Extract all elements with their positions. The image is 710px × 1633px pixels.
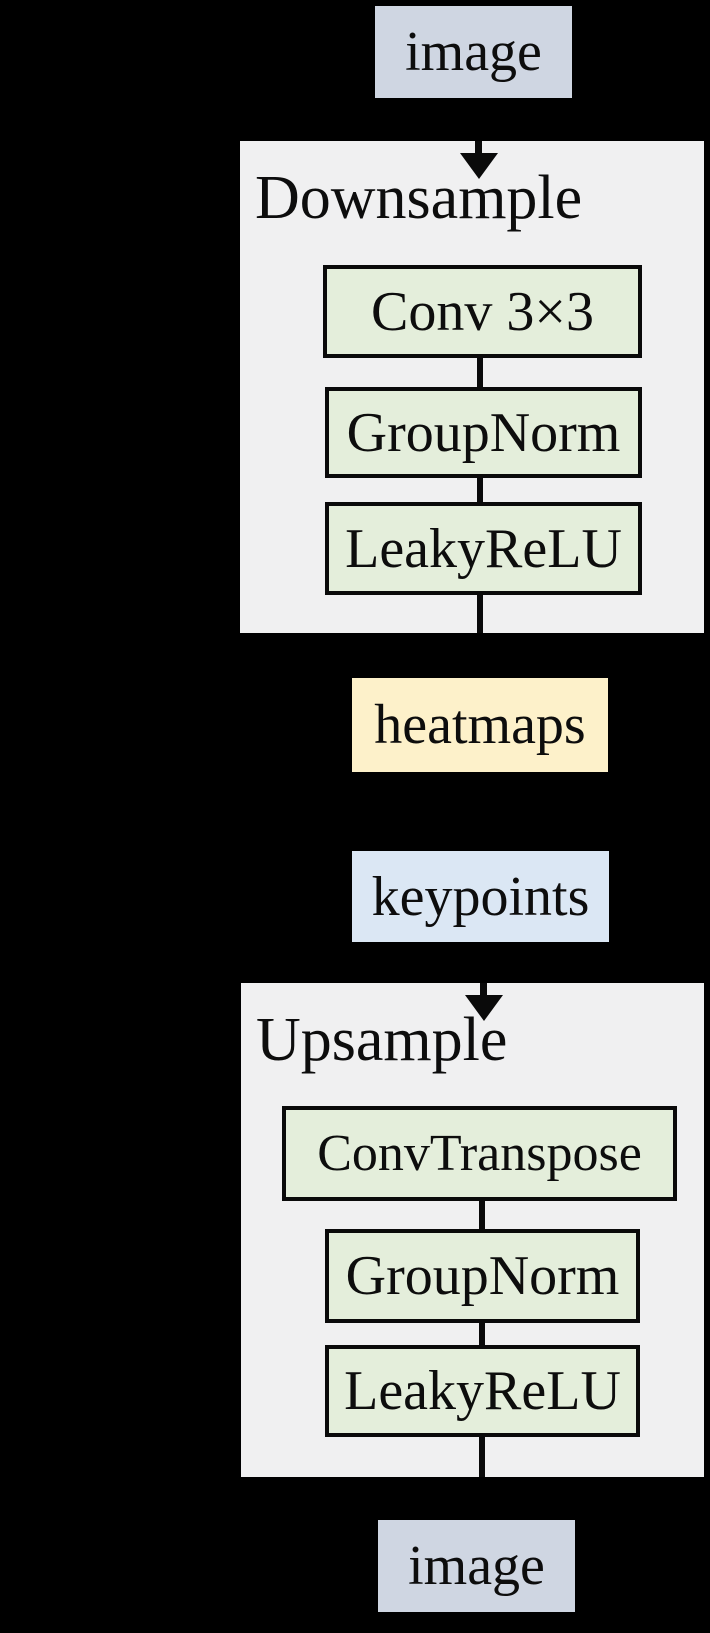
layer-convtranspose: ConvTranspose xyxy=(282,1106,677,1201)
output-image-node: image xyxy=(378,1520,575,1612)
connector xyxy=(477,478,483,502)
layer-groupnorm: GroupNorm xyxy=(325,387,642,478)
arrow-head xyxy=(465,995,503,1021)
input-image-node: image xyxy=(375,6,572,98)
connector xyxy=(477,595,483,633)
upsample-title: Upsample xyxy=(256,1006,508,1074)
downsample-title: Downsample xyxy=(255,164,583,232)
layer-leakyrelu: LeakyReLU xyxy=(325,502,642,595)
arrow-stem xyxy=(480,983,487,999)
keypoints-node: keypoints xyxy=(352,851,609,942)
connector xyxy=(479,1323,485,1345)
connector xyxy=(479,1201,485,1229)
connector xyxy=(477,358,483,387)
layer-conv3x3: Conv 3×3 xyxy=(323,265,642,358)
upsample-panel: Upsample ConvTranspose GroupNorm LeakyRe… xyxy=(241,983,704,1477)
layer-groupnorm: GroupNorm xyxy=(325,1229,640,1323)
arrow-head xyxy=(460,153,498,179)
connector xyxy=(479,1437,485,1477)
heatmaps-node: heatmaps xyxy=(352,678,608,772)
downsample-panel: Downsample Conv 3×3 GroupNorm LeakyReLU xyxy=(240,141,704,633)
layer-leakyrelu: LeakyReLU xyxy=(325,1345,640,1437)
arrow-stem xyxy=(475,141,482,157)
